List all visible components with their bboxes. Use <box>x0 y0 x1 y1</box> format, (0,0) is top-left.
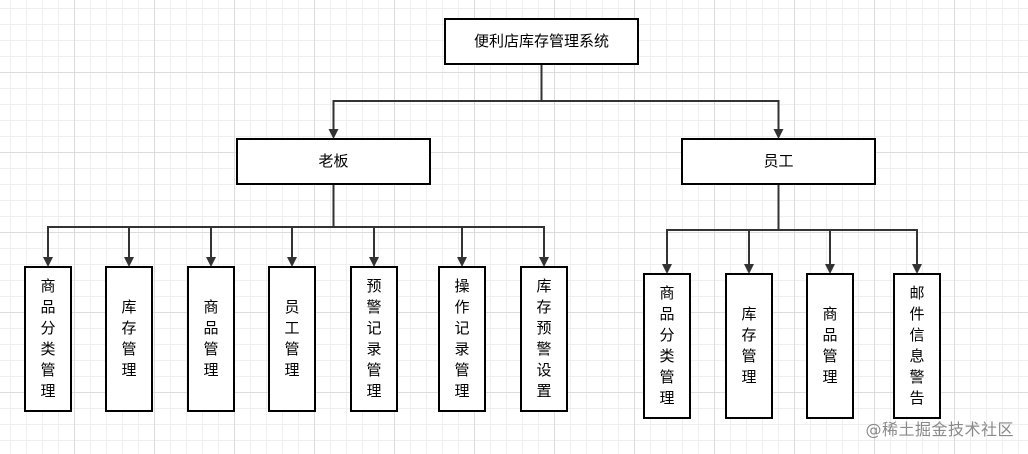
watermark-text: @稀土掘金技术社区 <box>865 420 1014 439</box>
leaf-node: 员工管理 <box>268 266 316 412</box>
leaf-node-label: 预警记录管理 <box>366 277 382 400</box>
leaf-node: 商品分类管理 <box>24 266 72 412</box>
leaf-node-label: 员工管理 <box>284 298 300 379</box>
group-node-label: 员工 <box>763 152 794 170</box>
leaf-node: 预警记录管理 <box>350 266 398 412</box>
leaf-node: 商品分类管理 <box>643 273 691 419</box>
root-node-label: 便利店库存管理系统 <box>473 32 609 50</box>
leaf-node-label: 操作记录管理 <box>454 277 470 400</box>
group-node-staff: 员工 <box>681 138 876 185</box>
leaf-node: 商品管理 <box>187 266 235 412</box>
leaf-node-label: 商品分类管理 <box>659 284 675 407</box>
group-node-boss: 老板 <box>236 138 431 185</box>
leaf-node-label: 商品管理 <box>822 305 838 386</box>
root-node: 便利店库存管理系统 <box>444 18 639 65</box>
leaf-node-label: 库存预警设置 <box>536 277 552 400</box>
leaf-node: 库存管理 <box>105 266 153 412</box>
group-node-label: 老板 <box>318 152 349 170</box>
leaf-node: 邮件信息警告 <box>893 273 941 419</box>
leaf-node-label: 商品管理 <box>203 298 219 379</box>
leaf-node: 库存预警设置 <box>520 266 568 412</box>
leaf-node-label: 库存管理 <box>121 298 137 379</box>
leaf-node-label: 库存管理 <box>741 305 757 386</box>
leaf-node-label: 邮件信息警告 <box>909 284 925 407</box>
leaf-node: 库存管理 <box>725 273 773 419</box>
leaf-node-label: 商品分类管理 <box>40 277 56 400</box>
leaf-node: 商品管理 <box>806 273 854 419</box>
leaf-node: 操作记录管理 <box>438 266 486 412</box>
